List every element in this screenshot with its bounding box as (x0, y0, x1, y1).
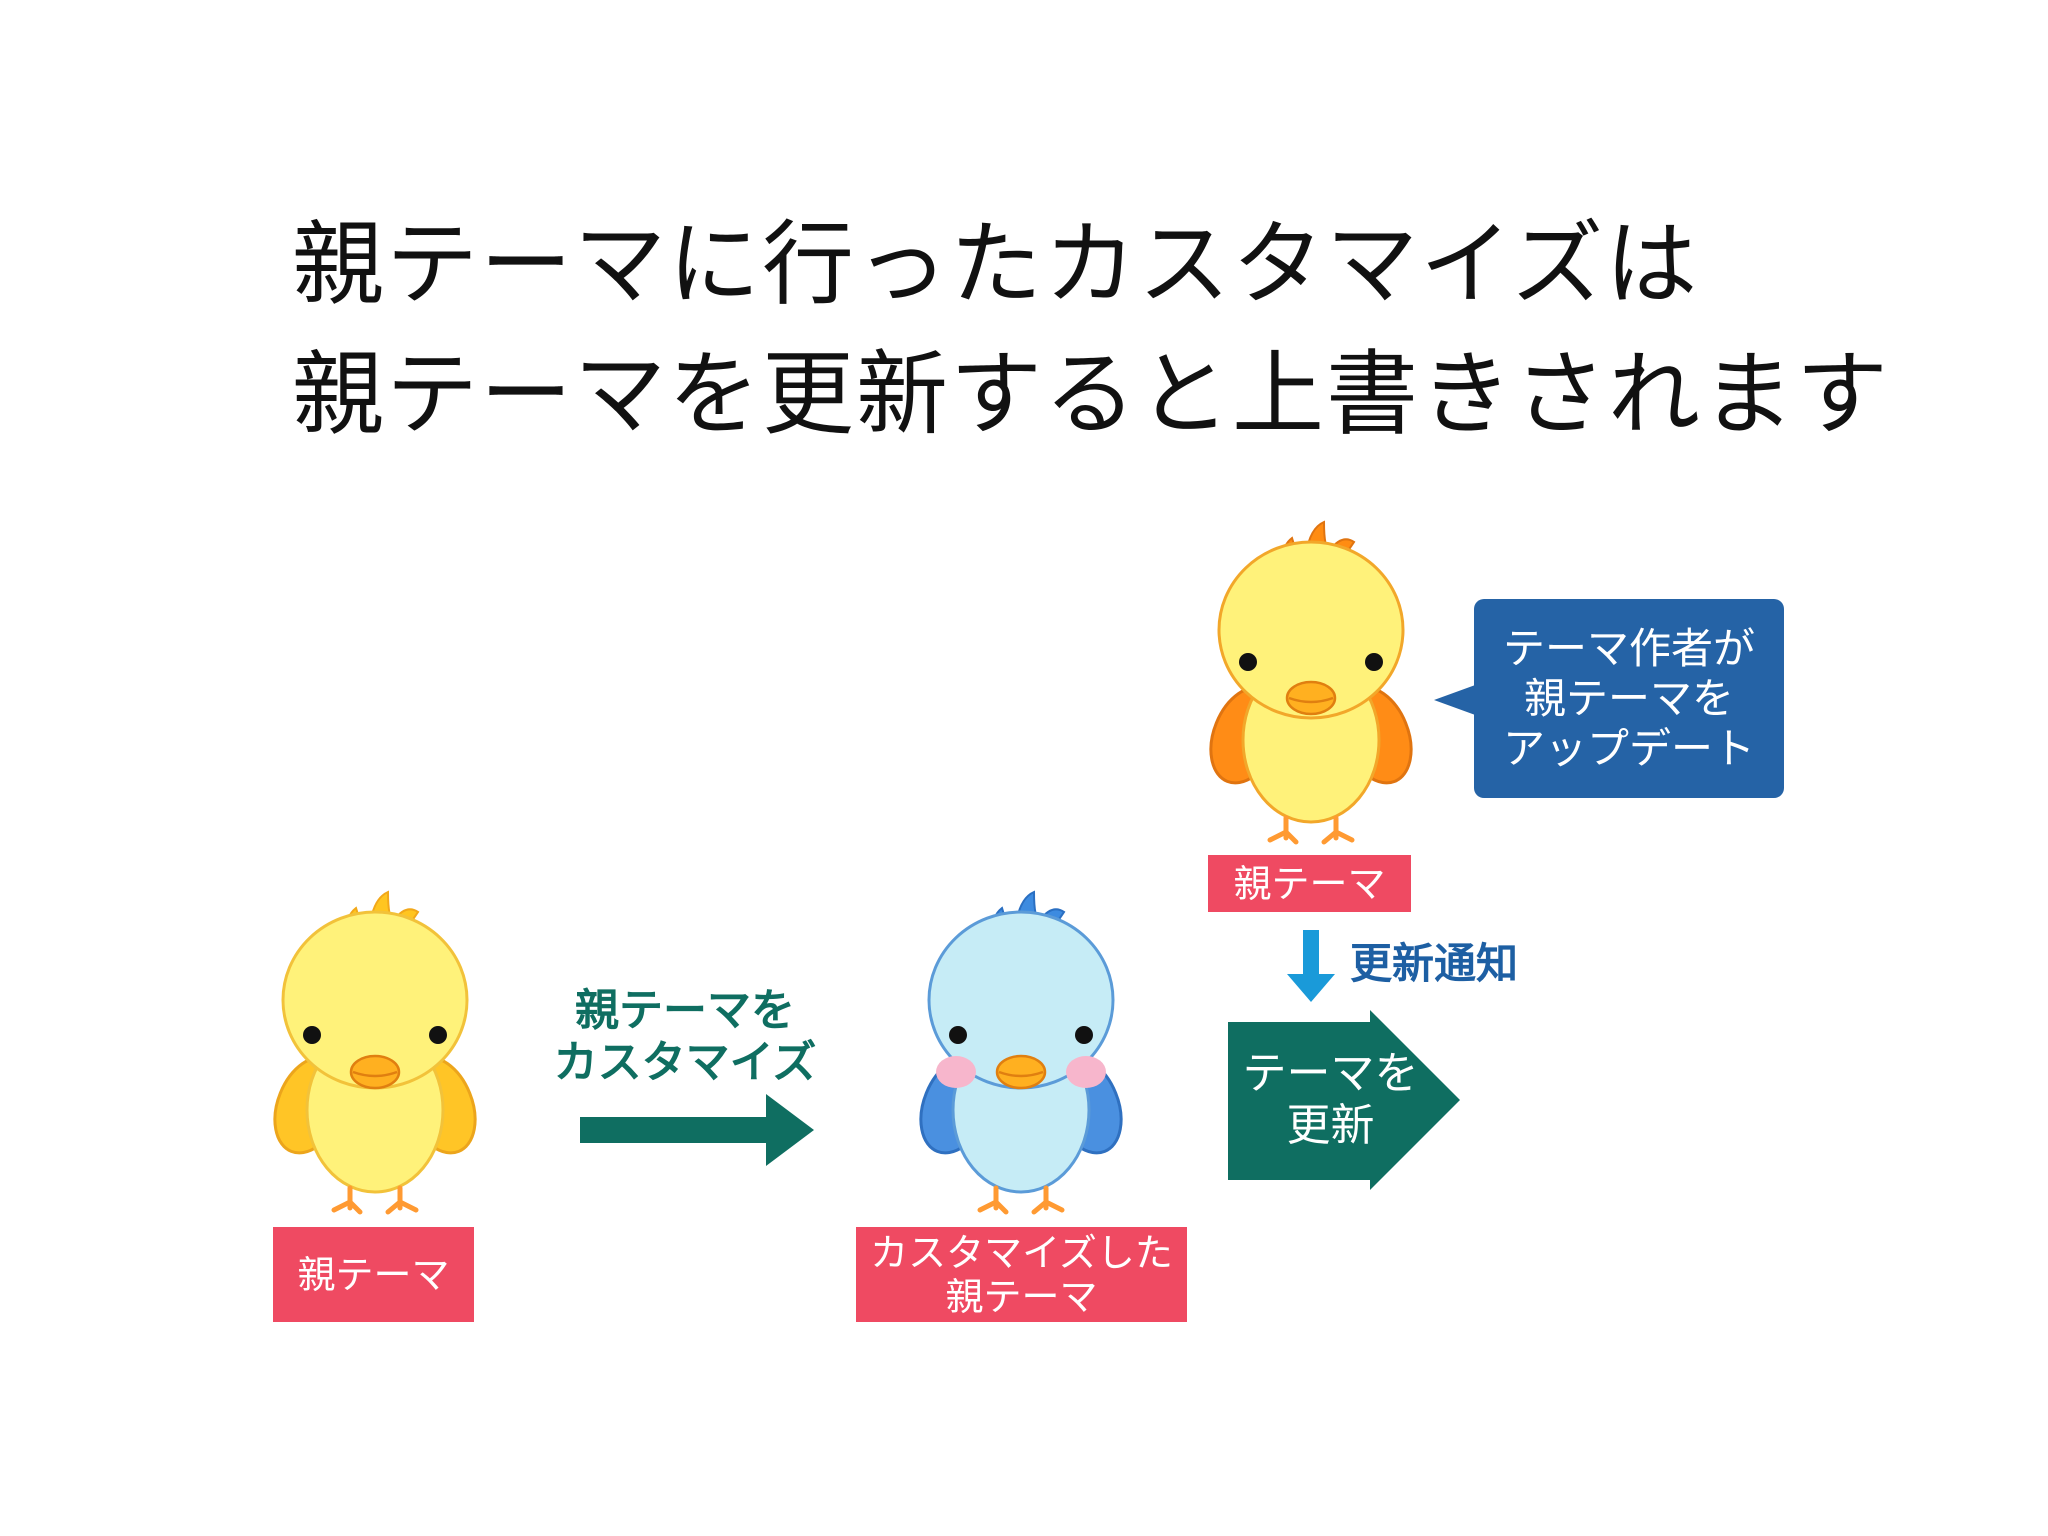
title-line-1: 親テーマに行ったカスタマイズは (292, 211, 1700, 318)
speech-bubble-tail (1434, 684, 1478, 716)
down-arrow-icon (1287, 930, 1335, 1002)
update-theme-block-arrow (1228, 1010, 1460, 1190)
blue-chick-illustration (919, 890, 1123, 1215)
update-theme-line-1: テーマを (1242, 1048, 1419, 1099)
customized-label-line-1: カスタマイズした (870, 1230, 1173, 1275)
customize-step-line-2: カスタマイズ (553, 1037, 817, 1088)
customized-label-line-2: 親テーマ (945, 1274, 1098, 1319)
customize-step-line-1: 親テーマを (575, 985, 795, 1036)
update-theme-line-2: 更新 (1286, 1100, 1375, 1151)
bubble-line-1: テーマ作者が (1502, 623, 1755, 673)
parent-theme-label-left: 親テーマ (273, 1227, 474, 1322)
bubble-line-2: 親テーマを (1523, 673, 1734, 723)
customize-step-text: 親テーマを カスタマイズ (540, 985, 830, 1089)
parent-theme-label-top: 親テーマ (1208, 855, 1411, 912)
customize-arrow (580, 1094, 814, 1166)
parent-theme-label-top-text: 親テーマ (1233, 861, 1386, 906)
updated-chick-illustration (1209, 520, 1413, 845)
update-notification-text: 更新通知 (1350, 939, 1519, 988)
title-line-2: 親テーマを更新すると上書きされます (292, 341, 1891, 448)
yellow-chick-illustration (273, 890, 477, 1215)
slide-title: 親テーマに行ったカスタマイズは 親テーマを更新すると上書きされます (292, 200, 1890, 460)
parent-theme-label-text: 親テーマ (297, 1252, 450, 1297)
customized-parent-theme-label: カスタマイズした 親テーマ (856, 1227, 1187, 1322)
update-theme-text: テーマを 更新 (1228, 1048, 1433, 1152)
bubble-line-3: アップデート (1502, 723, 1755, 773)
theme-author-update-bubble: テーマ作者が 親テーマを アップデート (1474, 599, 1784, 798)
